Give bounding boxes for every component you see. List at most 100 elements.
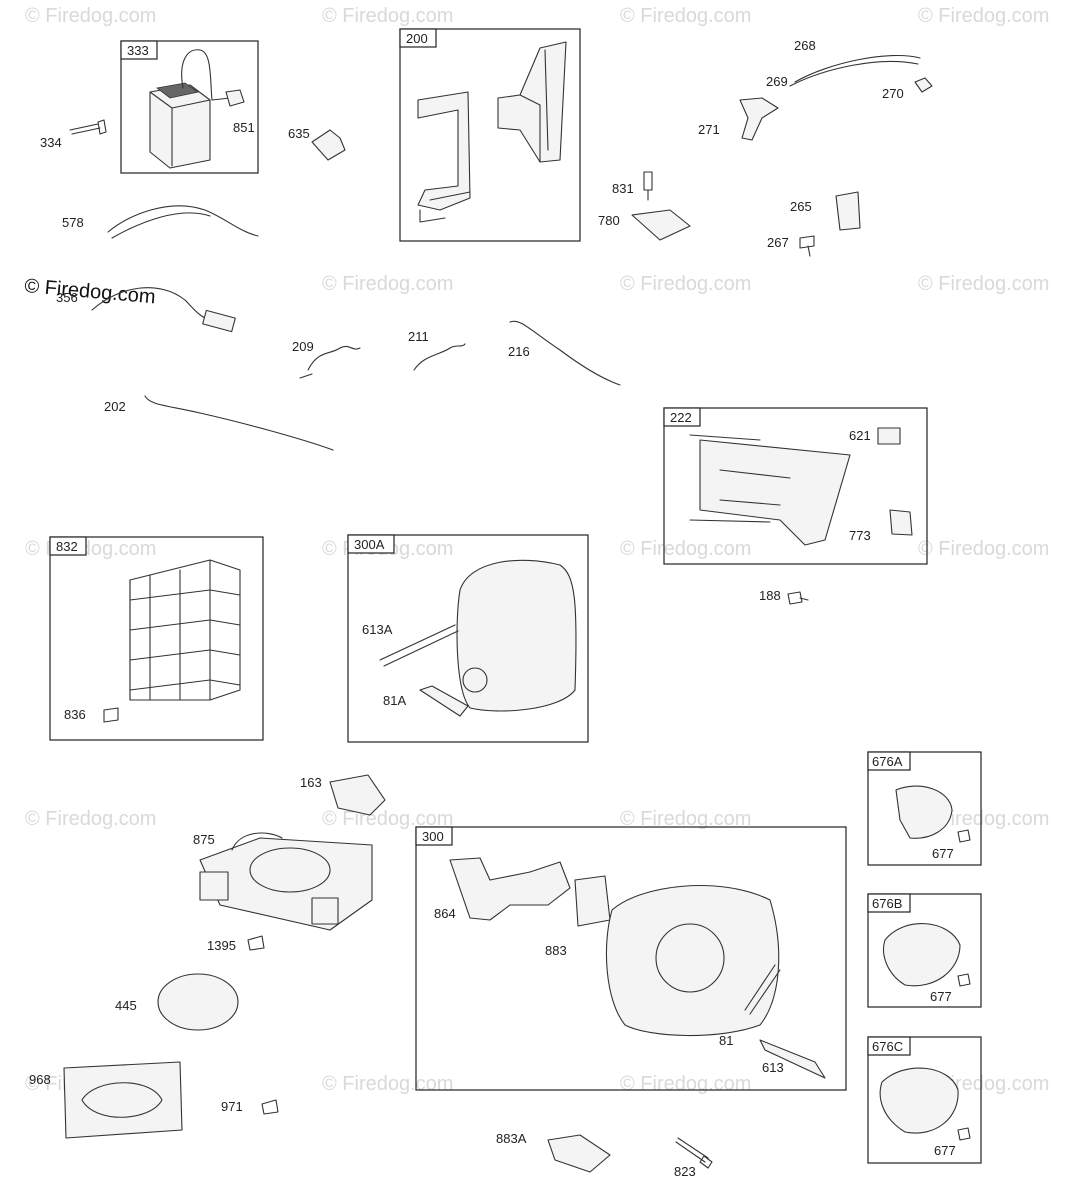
callout-635: 635 [288,126,310,141]
watermark: © Firedog.com [620,273,751,295]
watermark: © Firedog.com [322,5,453,27]
box-label-676C: 676C [872,1039,903,1054]
loose-parts-lowerleft [63,774,386,1139]
part-334 [69,119,107,135]
callout-677: 677 [930,989,952,1004]
callout-163: 163 [300,775,322,790]
part-216 [509,320,621,386]
box-tab-200 [399,28,437,48]
part-270 [914,77,933,93]
part-875 [199,832,373,931]
control-bracket-part [689,427,913,546]
callout-81A: 81A [383,693,406,708]
box-676A [867,751,982,866]
box-tab-676B [867,893,911,913]
callout-677: 677 [934,1143,956,1158]
watermark: © Firedog.com [918,273,1049,295]
group-222: 222 [663,407,928,605]
box-label-676B: 676B [872,896,902,911]
callout-968: 968 [29,1072,51,1087]
group-676A: 676A [867,751,982,866]
callout-labels: 334 851 635 578 356 209 211 216 202 268 … [29,38,956,1179]
callout-216: 216 [508,344,530,359]
callout-621: 621 [849,428,871,443]
box-300 [415,826,847,1091]
group-333: 333 [120,40,259,174]
callout-445: 445 [115,998,137,1013]
loose-parts-topright [631,55,933,257]
callout-211: 211 [408,329,429,344]
box-676C [867,1036,982,1164]
callout-875: 875 [193,832,215,847]
box-676B [867,893,982,1008]
group-300: 300 [415,826,847,1091]
part-676C [879,1067,959,1134]
loose-parts-bottom [547,1134,713,1173]
watermark: © Firedog.com [25,808,156,830]
part-968 [63,1061,183,1139]
box-tab-676C [867,1036,911,1056]
box-300A [347,534,589,743]
box-333 [120,40,259,174]
box-tab-300 [415,826,453,846]
part-780 [631,209,691,241]
watermark-logo: © Firedog.com [24,275,157,308]
ignition-coil-part [149,49,245,169]
callout-780: 780 [598,213,620,228]
callout-356: 356 [56,290,78,305]
watermark: © Firedog.com [620,808,751,830]
part-265 [835,191,861,231]
box-tab-832 [49,536,87,556]
box-label-222: 222 [670,410,692,425]
part-202 [144,395,334,451]
box-832 [49,536,264,741]
part-823 [675,1137,713,1169]
group-200: 200 [399,28,581,242]
box-label-300: 300 [422,829,444,844]
watermark: © Firedog.com [322,273,453,295]
group-676B: 676B [867,893,982,1008]
part-676A [895,785,953,839]
part-445 [157,973,239,1031]
box-label-333: 333 [127,43,149,58]
part-356 [91,287,216,323]
part-578 [107,205,259,239]
box-200 [399,28,581,242]
box-tab-333 [120,40,158,60]
part-356-plug [202,309,236,333]
part-635 [311,129,346,161]
callout-81: 81 [719,1033,733,1048]
callout-268: 268 [794,38,816,53]
watermark: © Firedog.com [620,538,751,560]
watermark: © Firedog.com [25,5,156,27]
callout-270: 270 [882,86,904,101]
callout-578: 578 [62,215,84,230]
callout-836: 836 [64,707,86,722]
part-211 [413,343,466,371]
loose-parts-topleft [69,119,621,451]
box-label-676A: 676A [872,754,903,769]
muffler-guard-part [129,559,241,701]
box-tab-222 [663,407,701,427]
callout-188: 188 [759,588,781,603]
callout-864: 864 [434,906,456,921]
callout-883A: 883A [496,1131,527,1146]
callout-265: 265 [790,199,812,214]
screw-677c [957,1127,971,1141]
part-883A [547,1134,611,1173]
watermark: © Firedog.com [620,1073,751,1095]
box-222 [663,407,928,565]
callout-209: 209 [292,339,314,354]
watermark: © Firedog.com [918,538,1049,560]
watermark: © Firedog.com [918,5,1049,27]
group-832: 832 [49,536,264,741]
muffler-300-part [449,857,826,1079]
callout-613: 613 [762,1060,784,1075]
callout-269: 269 [766,74,788,89]
callout-971: 971 [221,1099,243,1114]
group-676C: 676C [867,1036,982,1164]
callout-271: 271 [698,122,720,137]
callout-267: 267 [767,235,789,250]
part-188 [787,591,809,605]
